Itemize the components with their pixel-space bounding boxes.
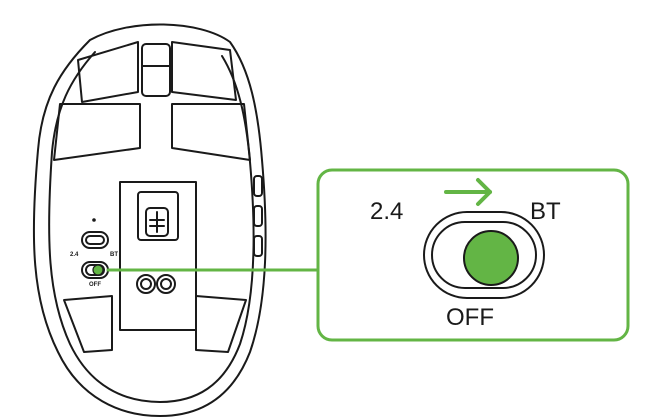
profile-button-left	[136, 274, 156, 294]
mouse-label-bt: BT	[110, 252, 118, 258]
indicator-dot	[92, 218, 96, 222]
glide-pad-top-right	[171, 103, 251, 161]
glide-pad-bottom-left	[63, 295, 113, 353]
side-button-2	[253, 205, 263, 227]
mouse-body	[32, 23, 267, 417]
left-button-panel	[77, 41, 139, 103]
zoom-switch-track	[423, 211, 545, 299]
zoom-callout-box	[316, 168, 630, 342]
callout-label-bt: BT	[530, 198, 561, 225]
callout-label-2-4: 2.4	[370, 198, 404, 225]
right-button-panel	[171, 41, 237, 101]
arrow-right-icon	[444, 178, 492, 206]
sensor-compartment	[119, 181, 197, 331]
sensor-window	[137, 191, 179, 241]
callout-label-off: OFF	[446, 304, 494, 331]
zoom-switch-knob	[463, 230, 519, 286]
side-button-1	[253, 175, 263, 197]
profile-button-right	[156, 274, 176, 294]
mouse-inner-rim	[48, 51, 255, 403]
glide-pad-bottom-right	[195, 295, 247, 353]
side-button-3	[253, 235, 263, 257]
bottom-button	[81, 231, 109, 249]
mouse-switch-knob	[92, 264, 104, 276]
scroll-wheel	[141, 43, 171, 97]
dongle-slot	[145, 207, 169, 237]
mouse-label-2-4: 2.4	[70, 252, 79, 258]
mouse-label-off: OFF	[89, 282, 101, 288]
glide-pad-top-left	[53, 103, 141, 161]
